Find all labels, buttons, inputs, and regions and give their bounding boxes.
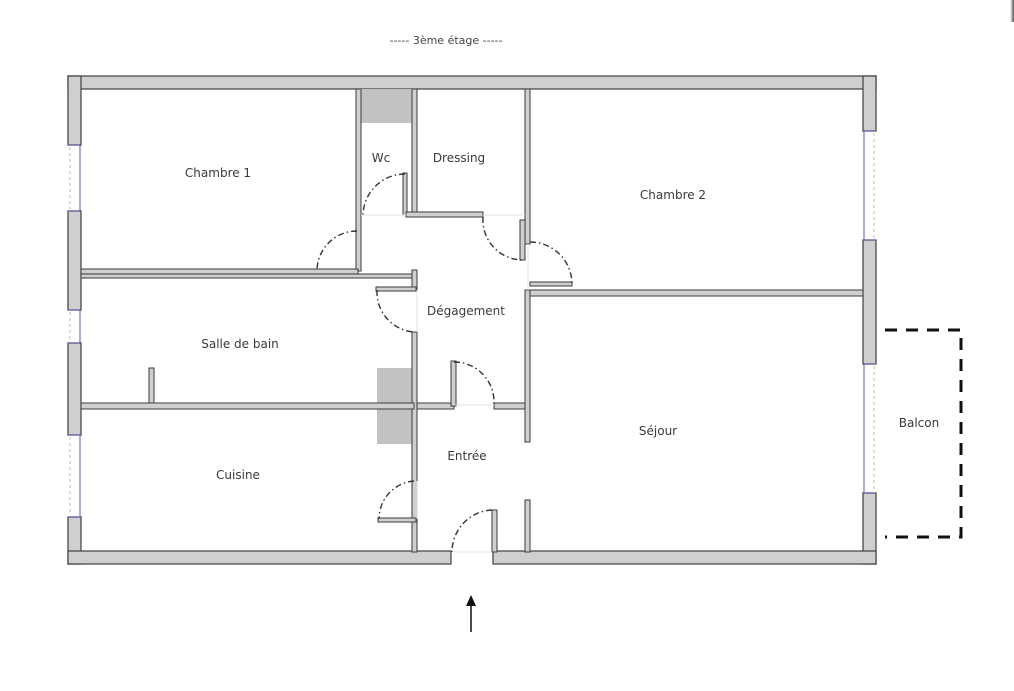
door-chambre1 — [316, 230, 358, 272]
room-label-wc: Wc — [372, 151, 390, 165]
door-cuisine — [378, 480, 415, 520]
room-label-degagement: Dégagement — [427, 304, 505, 318]
door-wc — [362, 173, 406, 217]
window-salle-de-bain — [68, 309, 81, 344]
room-label-chambre1: Chambre 1 — [185, 166, 251, 180]
door-degagement — [453, 361, 495, 405]
room-label-entree: Entrée — [447, 449, 486, 463]
room-label-salle-de-bain: Salle de bain — [201, 337, 279, 351]
door-dressing — [482, 216, 523, 261]
room-label-sejour: Séjour — [639, 424, 677, 438]
window-chambre1 — [68, 144, 81, 212]
door-chambre2 — [529, 241, 573, 285]
room-label-chambre2: Chambre 2 — [640, 188, 706, 202]
room-label-cuisine: Cuisine — [216, 468, 260, 482]
outer-walls — [67, 75, 877, 565]
window-chambre2 — [863, 130, 876, 241]
door-swings — [316, 173, 573, 553]
arrow-up-icon — [466, 595, 476, 632]
window-sejour — [863, 363, 876, 494]
balcony-outline — [885, 328, 963, 539]
room-label-balcon: Balcon — [899, 416, 939, 430]
windows — [68, 130, 876, 518]
window-edge-marker — [1010, 0, 1014, 22]
door-entrance — [451, 509, 493, 553]
room-label-dressing: Dressing — [433, 151, 485, 165]
floor-label: ----- 3ème étage ----- — [389, 34, 502, 47]
door-salle-de-bain — [376, 289, 415, 333]
ducts — [361, 89, 414, 444]
window-cuisine — [68, 434, 81, 518]
interior-walls — [80, 88, 864, 553]
